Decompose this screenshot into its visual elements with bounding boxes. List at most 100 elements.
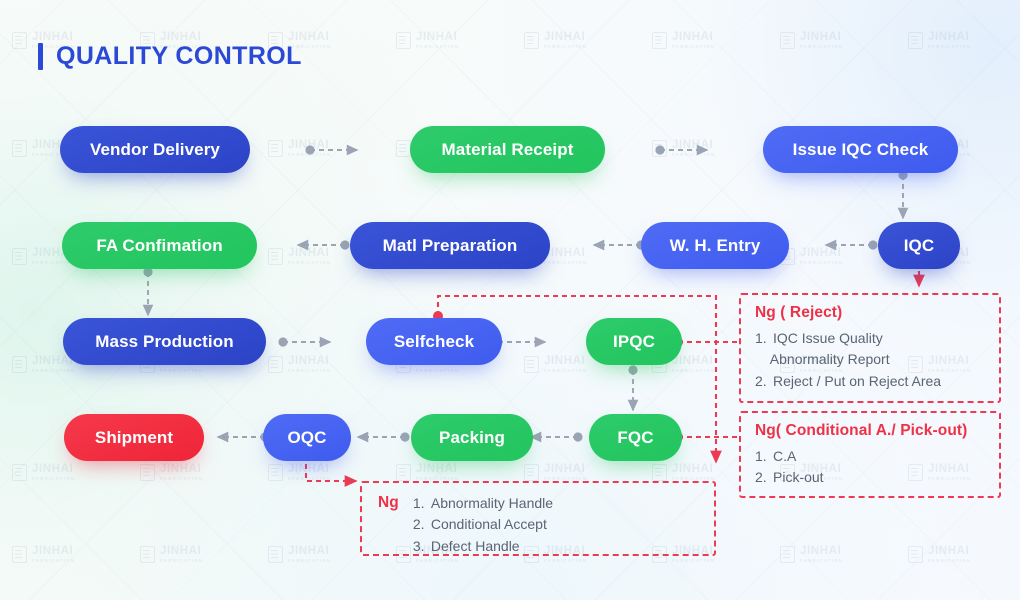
watermark-mark-icon xyxy=(12,464,27,482)
watermark-mark-icon xyxy=(268,356,283,374)
watermark-mark-icon xyxy=(12,32,27,50)
watermark-mark-icon xyxy=(140,546,155,564)
list-item: 3.Defect Handle xyxy=(412,537,520,554)
watermark-mark-icon xyxy=(12,140,27,158)
node-ipqc[interactable]: IPQC xyxy=(586,318,682,365)
node-packing[interactable]: Packing xyxy=(411,414,533,461)
node-iqc[interactable]: IQC xyxy=(878,222,960,269)
list-item: 2.Conditional Accept xyxy=(412,516,547,533)
node-matl-preparation[interactable]: Matl Preparation xyxy=(350,222,550,269)
node-issue-iqc-check[interactable]: Issue IQC Check xyxy=(763,126,958,173)
ng-panel-bottom-title: Ng xyxy=(378,494,399,511)
ng-panel-conditional-title: Ng( Conditional A./ Pick-out) xyxy=(755,422,968,439)
node-fa-confimation[interactable]: FA Confimation xyxy=(62,222,257,269)
watermark-mark-icon xyxy=(268,248,283,266)
list-item: 1.C.A xyxy=(755,448,797,464)
watermark-mark-icon xyxy=(524,356,539,374)
ng-panel-reject: Ng ( Reject) 1.IQC Issue Quality Abnorma… xyxy=(739,293,1001,403)
list-item: 2.Reject / Put on Reject Area xyxy=(755,372,942,389)
list-item: 2.Pick-out xyxy=(755,469,824,486)
watermark-mark-icon xyxy=(780,546,795,564)
ng-panel-reject-list: 1.IQC Issue Quality Abnormality Report 2… xyxy=(755,328,987,392)
ng-panel-reject-title: Ng ( Reject) xyxy=(755,304,843,321)
ng-panel-conditional-list: 1.C.A 2.Pick-out xyxy=(755,446,987,489)
watermark-mark-icon xyxy=(524,32,539,50)
ng-panel-conditional: Ng( Conditional A./ Pick-out) 1.C.A 2.Pi… xyxy=(739,411,1001,498)
watermark-mark-icon xyxy=(908,546,923,564)
watermark-mark-icon xyxy=(780,32,795,50)
title-accent-bar xyxy=(38,43,43,70)
list-item: 1.Abnormality Handle xyxy=(412,495,554,511)
watermark-mark-icon xyxy=(396,464,411,482)
watermark-mark-icon xyxy=(12,546,27,564)
node-fqc[interactable]: FQC xyxy=(589,414,682,461)
page-title: QUALITY CONTROL xyxy=(38,42,302,71)
watermark-mark-icon xyxy=(268,546,283,564)
node-shipment[interactable]: Shipment xyxy=(64,414,204,461)
node-vendor-delivery[interactable]: Vendor Delivery xyxy=(60,126,250,173)
node-material-receipt[interactable]: Material Receipt xyxy=(410,126,605,173)
node-wh-entry[interactable]: W. H. Entry xyxy=(641,222,789,269)
watermark-mark-icon xyxy=(140,464,155,482)
watermark-mark-icon xyxy=(268,140,283,158)
ng-panel-bottom: Ng 1.Abnormality Handle 2.Conditional Ac… xyxy=(360,481,716,556)
watermark-mark-icon xyxy=(524,464,539,482)
watermark-mark-icon xyxy=(268,464,283,482)
watermark-mark-icon xyxy=(12,356,27,374)
watermark-mark-icon xyxy=(652,464,667,482)
node-mass-production[interactable]: Mass Production xyxy=(63,318,266,365)
node-oqc[interactable]: OQC xyxy=(263,414,351,461)
watermark-mark-icon xyxy=(652,140,667,158)
watermark-mark-icon xyxy=(908,32,923,50)
watermark-mark-icon xyxy=(652,32,667,50)
node-selfcheck[interactable]: Selfcheck xyxy=(366,318,502,365)
title-text: QUALITY CONTROL xyxy=(56,42,302,70)
watermark-mark-icon xyxy=(396,140,411,158)
